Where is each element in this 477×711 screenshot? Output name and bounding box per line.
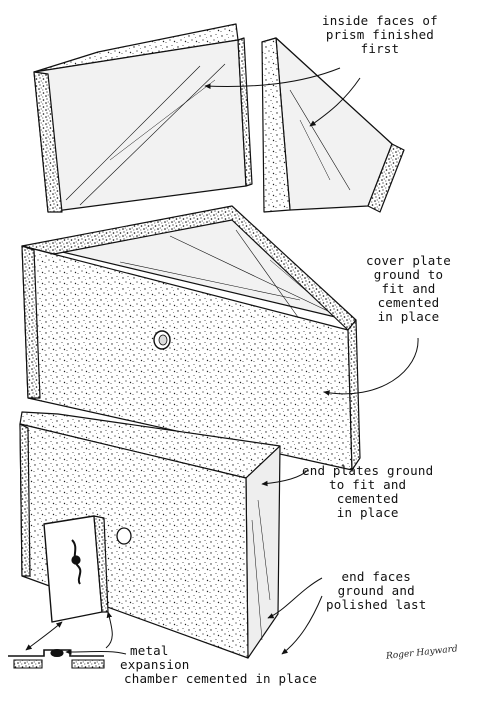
label-inside-faces-line-2: prism finished bbox=[325, 27, 435, 42]
label-cover-plate: cover plate ground to fit and cemented i… bbox=[366, 254, 451, 324]
label-cover-plate-line-3: fit and bbox=[381, 281, 436, 296]
label-chamber-line-3: chamber cemented in place bbox=[124, 671, 318, 686]
chamber-section-arrow-down bbox=[25, 621, 63, 651]
label-inside-faces-line-1: inside faces of bbox=[322, 13, 438, 28]
label-inside-faces: inside faces of prism finished first bbox=[322, 14, 438, 56]
cover-plate-leader-arrow bbox=[323, 337, 419, 396]
prism-left-half bbox=[33, 23, 253, 213]
prism-with-end-plates bbox=[19, 411, 281, 659]
end-faces-leader-arrow bbox=[267, 577, 323, 619]
label-cover-plate-line-2: ground to bbox=[373, 267, 444, 282]
label-chamber-line-1: metal bbox=[130, 643, 169, 658]
label-chamber-line-2: expansion bbox=[120, 657, 190, 672]
prism-right-half bbox=[261, 37, 405, 213]
label-cover-plate-line-5: in place bbox=[377, 309, 440, 324]
label-end-plates-line-4: in place bbox=[336, 505, 399, 520]
label-cover-plate-line-1: cover plate bbox=[366, 253, 451, 268]
chamber-label-leader-arrow bbox=[65, 649, 127, 655]
label-end-plates-line-1: end plates ground bbox=[302, 463, 434, 478]
chamber-section-arrow-right bbox=[105, 611, 113, 649]
label-end-faces-line-1: end faces bbox=[341, 569, 411, 584]
end-faces-leader-arrow-2 bbox=[281, 595, 323, 655]
label-end-faces-line-2: ground and bbox=[337, 583, 415, 598]
expansion-chamber-cross-section bbox=[8, 648, 105, 669]
label-end-plates: end plates ground to fit and cemented in… bbox=[302, 464, 433, 520]
prism-with-cover-plate bbox=[21, 205, 361, 471]
label-end-plates-line-3: cemented bbox=[336, 491, 399, 506]
end-plates-leader-arrow bbox=[261, 469, 309, 487]
label-chamber: metal expansion chamber cemented in plac… bbox=[94, 644, 317, 686]
label-end-faces: end faces ground and polished last bbox=[326, 570, 426, 612]
label-inside-faces-line-3: first bbox=[360, 41, 400, 56]
label-cover-plate-line-4: cemented bbox=[377, 295, 440, 310]
label-end-plates-line-2: to fit and bbox=[329, 477, 407, 492]
label-end-faces-line-3: polished last bbox=[326, 597, 427, 612]
inside-faces-leader-arrow-2 bbox=[309, 77, 361, 127]
inside-faces-leader-arrow bbox=[204, 67, 341, 90]
